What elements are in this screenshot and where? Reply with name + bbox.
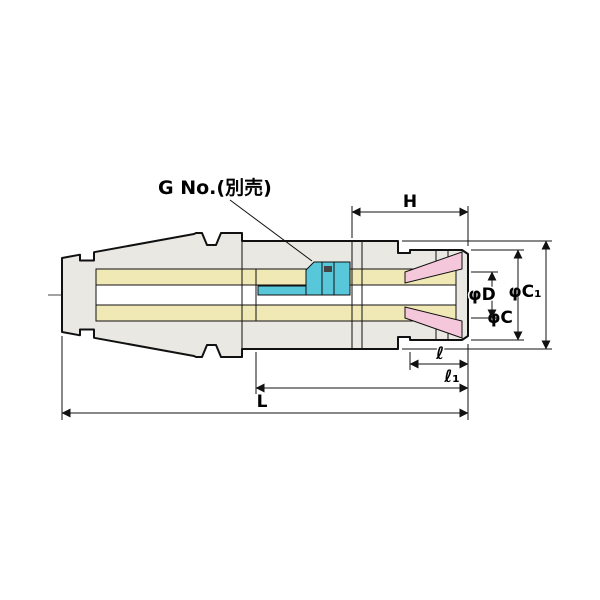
coolant-part-cyan [257, 261, 351, 296]
dimension-l1: ℓ₁ [255, 352, 469, 394]
dimension-L: L [61, 336, 469, 420]
dimension-h: H [351, 191, 469, 246]
dim-label-h: H [403, 192, 417, 212]
collet-pink [404, 251, 463, 339]
dimension-phi-d: φD [467, 271, 498, 319]
screw-slot [324, 266, 332, 272]
coolant-screw [305, 261, 351, 296]
dim-label-l1: ℓ₁ [443, 367, 459, 387]
dim-label-phi-d: φD [468, 285, 495, 305]
bore-yellow-sleeve [95, 268, 457, 322]
dim-label-l: ℓ [435, 344, 444, 364]
dim-label-L: L [257, 392, 268, 412]
g-number-callout: G No.(別売) [158, 176, 313, 262]
g-number-leader-line [229, 199, 313, 262]
dimension-l: ℓ [409, 343, 469, 420]
coolant-tube [257, 285, 309, 296]
dim-label-phi-c1: φC₁ [508, 282, 541, 302]
g-number-label: G No.(別売) [158, 176, 272, 199]
